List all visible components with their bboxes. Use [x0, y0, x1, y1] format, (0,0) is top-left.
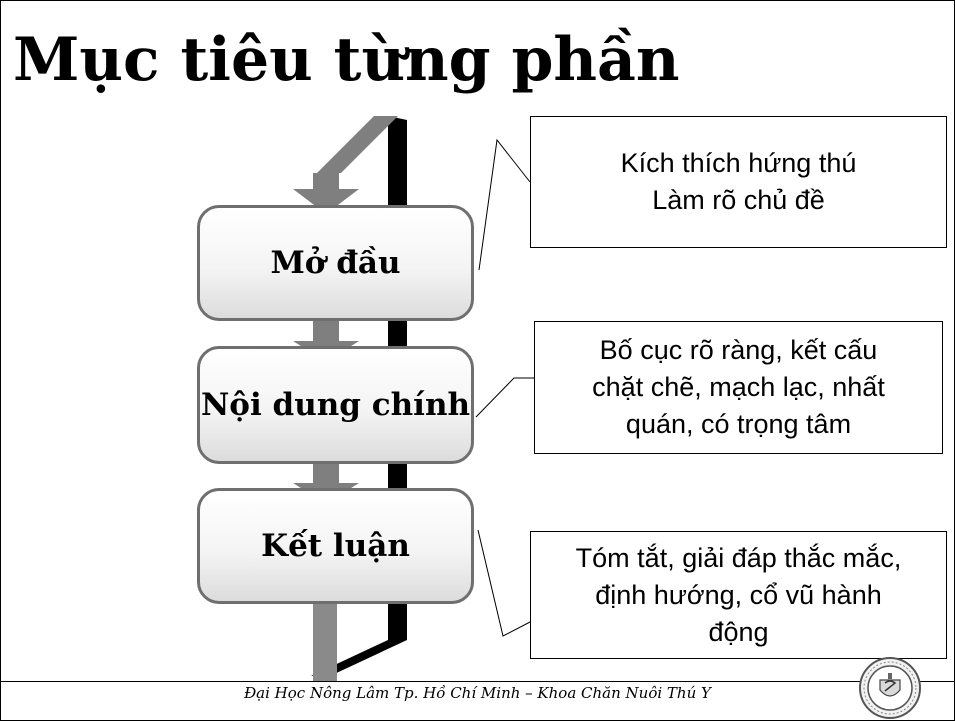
callout-pointer-1: [478, 138, 531, 271]
footer-text: Đại Học Nông Lâm Tp. Hồ Chí Minh – Khoa …: [244, 684, 711, 702]
callout-line: chặt chẽ, mạch lạc, nhất: [592, 372, 885, 402]
callout-conclusion: Tóm tắt, giải đáp thắc mắc, định hướng, …: [530, 531, 947, 659]
callout-line: Bố cục rõ ràng, kết cấu: [599, 335, 878, 365]
step-conclusion: Kết luận: [197, 488, 474, 604]
callout-line: động: [708, 616, 769, 647]
callout-line: định hướng, cổ vũ hành: [595, 579, 882, 610]
callout-pointer-3: [477, 529, 531, 637]
stem-2-3: [313, 464, 339, 483]
footer-divider: [0, 681, 955, 682]
callout-line: quán, có trọng tâm: [625, 409, 852, 439]
step-opening: Mở đầu: [197, 205, 474, 321]
step-main-content: Nội dung chính: [197, 346, 474, 464]
callout-line: Tóm tắt, giải đáp thắc mắc,: [575, 542, 902, 573]
callout-main-content: Bố cục rõ ràng, kết cấu chặt chẽ, mạch l…: [534, 321, 943, 454]
arrow-into-step-1: [293, 189, 359, 214]
entry-stem: [313, 173, 339, 189]
stem-1-2: [313, 321, 339, 341]
step-main-content-label: Nội dung chính: [200, 387, 471, 423]
callout-opening: Kích thích hứng thú Làm rõ chủ đề: [530, 116, 947, 248]
callout-pointer-2: [475, 377, 534, 418]
entry-diagonal: [317, 116, 398, 173]
callout-line: Kích thích hứng thú: [620, 148, 857, 178]
exit-pipe: [313, 604, 337, 681]
step-opening-label: Mở đầu: [270, 245, 401, 281]
step-conclusion-label: Kết luận: [261, 528, 410, 564]
callout-line: Làm rõ chủ đề: [652, 185, 825, 215]
university-seal-icon: [859, 657, 921, 719]
slide-title: Mục tiêu từng phần: [13, 25, 680, 95]
